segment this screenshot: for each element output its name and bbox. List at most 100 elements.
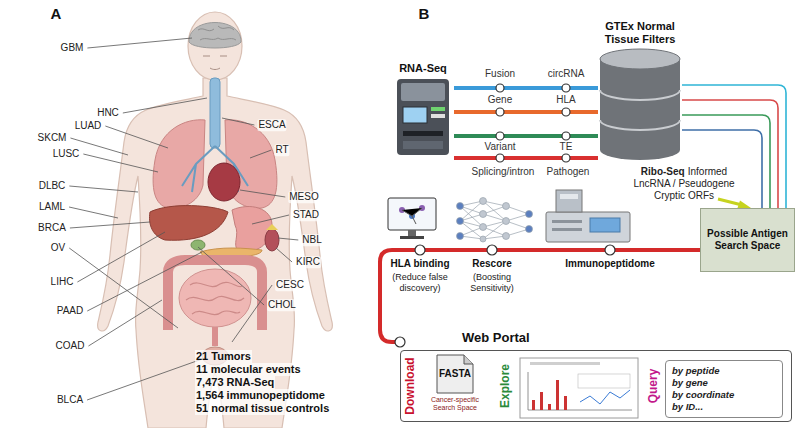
event-label: Splicing/intron <box>472 166 535 178</box>
organ-label: LIHC <box>50 276 75 288</box>
node-heading: RNA-Seq <box>392 62 454 75</box>
station-dot <box>496 108 504 116</box>
organ-label: HNC <box>96 107 120 119</box>
screenshot-thumbnail <box>578 374 630 388</box>
screenshot-thumbnail <box>564 396 567 410</box>
neural-network-icon <box>526 226 533 233</box>
organ-label: NBL <box>301 234 322 246</box>
mass-spectrometer-icon <box>590 218 620 232</box>
leader-line <box>87 252 202 311</box>
sequencer-icon <box>393 77 453 159</box>
ribo-seq-arrow <box>718 199 742 205</box>
section-label: Query <box>647 369 661 404</box>
organ-label: LUAD <box>74 120 103 132</box>
step-note: (Reduce false discovery) <box>388 272 452 294</box>
station-dot <box>605 245 615 255</box>
leader-line <box>69 207 118 218</box>
station-dot <box>496 154 504 162</box>
human-body <box>212 327 218 346</box>
mass-spectrometer-icon <box>556 190 582 212</box>
monitor-icon <box>388 198 436 230</box>
section-label: Explore <box>499 364 513 408</box>
organ-label: COAD <box>55 340 86 352</box>
mass-spectrometer-icon <box>552 228 582 231</box>
step-label: Rescore <box>472 258 511 270</box>
query-option: by gene <box>672 377 776 389</box>
event-label: TE <box>560 141 573 153</box>
human-body <box>98 78 333 428</box>
screenshot-thumbnail <box>580 390 630 404</box>
query-option: by coordinate <box>672 389 776 401</box>
text-group: Ribo-SeqInformed LncRNA / Pseudogene Cry… <box>628 166 740 202</box>
leader-line <box>276 248 292 262</box>
organ-label: CESC <box>275 279 305 291</box>
file-caption: Cancer-specific Search Space <box>422 396 488 412</box>
file-label: FASTA <box>422 368 488 380</box>
mass-spectrometer-icon <box>560 194 578 199</box>
database-node: GTEx Normal Tissue Filters <box>598 20 682 163</box>
human-body <box>179 269 251 327</box>
event-label: circRNA <box>548 68 585 80</box>
sequencer-icon <box>403 107 427 123</box>
search-space-box: Possible Antigen Search Space <box>700 208 795 272</box>
organ-label: LUSC <box>52 148 81 160</box>
station-dot <box>562 84 570 92</box>
human-body <box>208 163 240 201</box>
sequencer-icon <box>397 79 449 155</box>
screenshot-thumbnail <box>520 358 638 418</box>
event-label: HLA <box>556 94 575 106</box>
query-box: by peptideby geneby coordinateby ID... <box>665 360 783 418</box>
leader-line <box>232 285 272 342</box>
station-dot <box>496 84 504 92</box>
leader-line <box>87 38 192 48</box>
leader-line <box>198 247 264 305</box>
node-heading: GTEx Normal Tissue Filters <box>598 20 682 46</box>
organ-label: OV <box>50 242 66 254</box>
leader-line <box>123 98 207 113</box>
organ-label: CHOL <box>267 299 297 311</box>
organ-label: PAAD <box>56 305 85 317</box>
leader-line <box>70 222 150 228</box>
screenshot-thumbnail <box>530 362 600 365</box>
icon-holder <box>598 48 682 163</box>
sequencer-icon <box>403 131 443 136</box>
neural-network-icon <box>457 203 464 210</box>
database-icon <box>598 48 682 163</box>
human-body <box>150 206 228 241</box>
event-label: Variant <box>485 141 516 153</box>
neural-network-icon <box>503 218 510 225</box>
mass-spectrometer-icon <box>552 220 582 223</box>
leader-line <box>252 215 289 224</box>
human-body <box>188 12 242 80</box>
web-portal-panel: Web PortalFASTACancer-specific Search Sp… <box>400 330 792 422</box>
summary-line: 21 Tumors <box>195 350 252 363</box>
summary-line: 7,473 RNA-Seq <box>195 376 275 389</box>
leader-line <box>83 154 158 172</box>
organ-label: STAD <box>292 209 320 221</box>
panel-letter: B <box>419 5 430 22</box>
pipeline-line <box>454 156 598 160</box>
box-text: Possible Antigen Search Space <box>705 228 790 252</box>
human-body <box>203 56 227 70</box>
station-dot <box>562 132 570 140</box>
sequencer-icon <box>431 114 445 118</box>
screenshot-thumbnail <box>520 358 638 418</box>
leader-line <box>240 190 285 197</box>
station-dot <box>496 132 504 140</box>
leader-line <box>105 126 168 148</box>
organ-label: KIRC <box>295 256 321 268</box>
organ-label: DLBC <box>38 180 67 192</box>
query-option: by peptide <box>672 365 776 377</box>
neural-network-icon <box>480 236 486 242</box>
icon-holder <box>392 77 454 159</box>
neural-network-icon <box>480 224 487 231</box>
sequencer-icon <box>431 107 445 111</box>
database-icon <box>600 90 680 130</box>
organ-label: MESO <box>288 191 319 203</box>
fasta-file: FASTA Cancer-specific Search Space <box>422 354 488 412</box>
human-body <box>186 282 244 314</box>
panel-letter: A <box>51 5 62 22</box>
sequencer-icon <box>403 141 443 149</box>
station-dot <box>395 337 405 347</box>
